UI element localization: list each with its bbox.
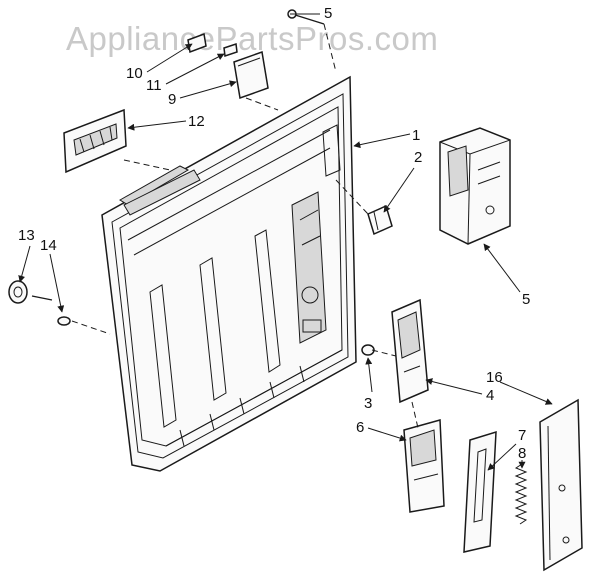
callout-8: 8 xyxy=(518,445,526,462)
vent-cover-part xyxy=(233,50,269,100)
side-panel-part-16 xyxy=(539,398,583,572)
callout-16: 16 xyxy=(486,369,503,386)
clip-part-11 xyxy=(223,42,238,58)
callout-5-top: 5 xyxy=(324,5,332,22)
callout-11: 11 xyxy=(146,77,162,94)
callout-1: 1 xyxy=(412,127,420,144)
callout-10: 10 xyxy=(126,65,143,82)
callout-3: 3 xyxy=(364,395,372,412)
callout-5: 5 xyxy=(522,291,530,308)
latch-part-4 xyxy=(391,298,429,404)
screw-part-5-top xyxy=(287,9,325,25)
callout-14: 14 xyxy=(40,237,57,254)
callout-12: 12 xyxy=(188,113,205,130)
clip-part-10 xyxy=(187,32,207,54)
callout-4: 4 xyxy=(486,387,494,404)
module-part-5 xyxy=(439,127,511,245)
spring-part-8 xyxy=(514,463,528,525)
screw-part-14 xyxy=(31,295,71,326)
callout-13: 13 xyxy=(18,227,35,244)
leader-lines xyxy=(18,13,553,471)
watermark-text: AppliancePartsPros.com xyxy=(66,20,439,57)
callout-labels: 10 11 9 12 5 1 2 5 13 14 3 16 4 6 7 8 xyxy=(18,5,530,462)
callout-7: 7 xyxy=(518,427,526,444)
latch-body-part-6 xyxy=(403,419,445,513)
callout-2: 2 xyxy=(414,149,422,166)
callout-9: 9 xyxy=(168,91,176,108)
clip-part-2 xyxy=(367,204,393,236)
door-handle-part xyxy=(63,108,127,174)
assembly-lines xyxy=(71,23,419,429)
slide-bar-part-7 xyxy=(463,430,497,553)
knob-part-13 xyxy=(8,280,28,304)
inner-door-panel xyxy=(101,75,357,472)
callout-6: 6 xyxy=(356,419,364,436)
